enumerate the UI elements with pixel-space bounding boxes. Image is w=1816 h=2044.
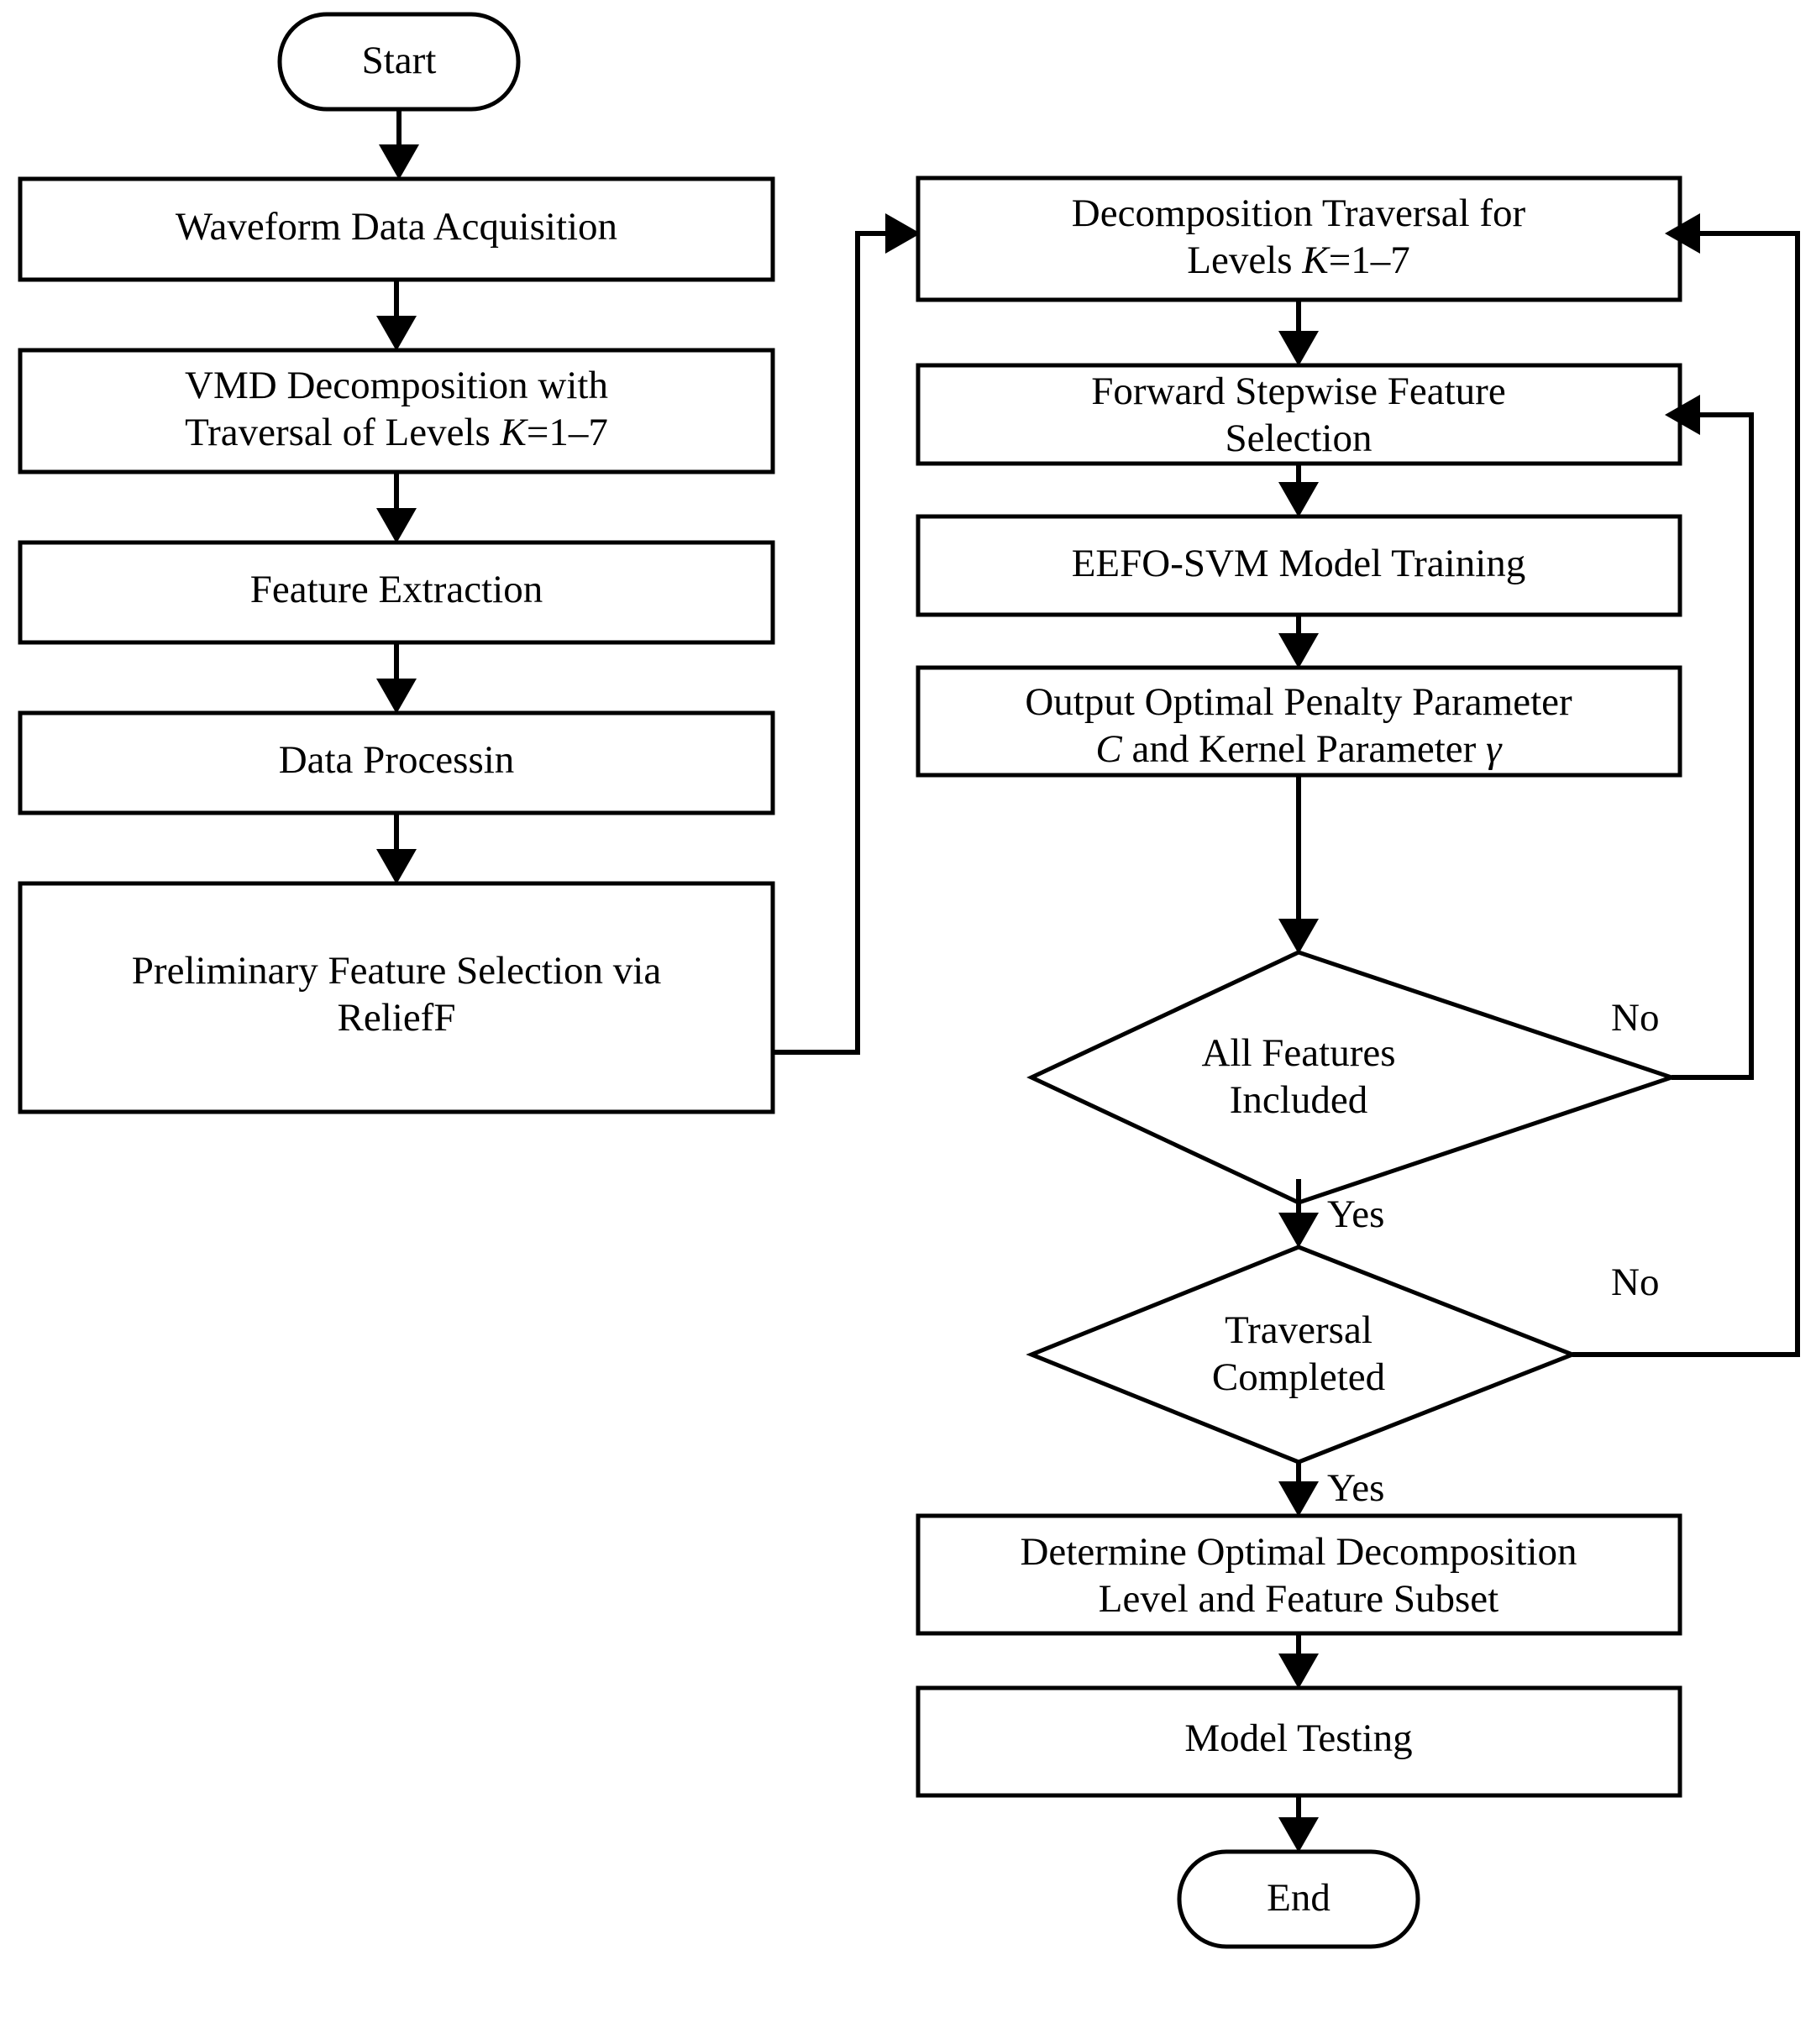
- feature-extraction-label: Feature Extraction: [250, 568, 543, 611]
- vmd-decomposition-shape: [18, 348, 775, 474]
- forward-stepwise-line-2: Selection: [1226, 417, 1372, 460]
- node-feature-extraction[interactable]: Feature Extraction: [18, 540, 775, 645]
- edge-label-traversal-yes: Yes: [1327, 1466, 1384, 1510]
- edge-decomposition-to-forward-stepwise: [1278, 300, 1319, 366]
- decomposition-traversal-line-2: Levels K=1–7: [1187, 238, 1409, 282]
- edge-model-testing-to-end: [1278, 1795, 1319, 1853]
- forward-stepwise-line-1: Forward Stepwise Feature: [1091, 369, 1505, 413]
- eefo-svm-model-training-shape: [916, 514, 1682, 617]
- edge-label-all-features-no: No: [1611, 996, 1659, 1040]
- output-optimal-parameters-shape: [916, 665, 1682, 778]
- node-determine-optimal-level[interactable]: Determine Optimal Decomposition Level an…: [916, 1513, 1682, 1636]
- all-features-included-line-2: Included: [1230, 1078, 1367, 1122]
- traversal-completed-line-2: Completed: [1212, 1355, 1385, 1399]
- preliminary-feature-selection-line-2: ReliefF: [338, 996, 456, 1040]
- edge-vmd-to-feature-extraction: [376, 472, 417, 543]
- node-forward-stepwise-feature-selection[interactable]: Forward Stepwise Feature Selection: [916, 363, 1682, 466]
- output-optimal-parameters-line-1: Output Optimal Penalty Parameter: [1025, 680, 1572, 724]
- node-preliminary-feature-selection[interactable]: Preliminary Feature Selection via Relief…: [18, 881, 775, 1114]
- vmd-decomposition-line-1: VMD Decomposition with: [185, 364, 608, 407]
- data-processin-label: Data Processin: [279, 738, 515, 782]
- edge-all-features-no-loop: [1665, 395, 1754, 1080]
- determine-optimal-level-shape: [916, 1513, 1682, 1636]
- determine-optimal-level-line-1: Determine Optimal Decomposition: [1020, 1530, 1577, 1574]
- waveform-data-acquisition-label: Waveform Data Acquisition: [176, 205, 617, 249]
- feature-extraction-shape: [18, 540, 775, 645]
- end-label: End: [1267, 1876, 1331, 1920]
- edge-determine-to-model-testing: [1278, 1633, 1319, 1689]
- node-model-testing[interactable]: Model Testing: [916, 1685, 1682, 1798]
- model-testing-label: Model Testing: [1184, 1716, 1412, 1760]
- edge-all-features-yes: [1278, 1179, 1319, 1248]
- edge-output-to-all-features: [1278, 775, 1319, 954]
- edge-forward-stepwise-to-eefo-svm: [1278, 464, 1319, 517]
- edge-label-all-features-yes: Yes: [1327, 1192, 1384, 1236]
- edge-label-traversal-no: No: [1611, 1260, 1659, 1304]
- waveform-data-acquisition-shape: [18, 176, 775, 282]
- node-start[interactable]: Start: [277, 12, 521, 112]
- node-output-optimal-parameters[interactable]: Output Optimal Penalty Parameter C and K…: [916, 665, 1682, 778]
- end-shape: [1177, 1849, 1420, 1949]
- node-vmd-decomposition[interactable]: VMD Decomposition with Traversal of Leve…: [18, 348, 775, 474]
- preliminary-feature-selection-shape: [18, 881, 775, 1114]
- start-label: Start: [362, 39, 437, 82]
- edge-eefo-svm-to-output: [1278, 615, 1319, 668]
- node-decomposition-traversal[interactable]: Decomposition Traversal for Levels K=1–7: [916, 176, 1682, 302]
- node-traversal-completed[interactable]: Traversal Completed: [1026, 1245, 1578, 1465]
- node-end[interactable]: End: [1177, 1849, 1420, 1949]
- all-features-included-line-1: All Features: [1201, 1031, 1395, 1075]
- model-testing-shape: [916, 1685, 1682, 1798]
- edge-data-processin-to-preliminary: [376, 813, 417, 884]
- decomposition-traversal-line-1: Decomposition Traversal for: [1072, 191, 1526, 235]
- edge-feature-extraction-to-data-processin: [376, 642, 417, 714]
- edge-preliminary-to-decomposition-traversal: [773, 213, 921, 1055]
- eefo-svm-model-training-label: EEFO-SVM Model Training: [1072, 542, 1526, 585]
- edge-waveform-to-vmd: [376, 280, 417, 351]
- node-data-processin[interactable]: Data Processin: [18, 710, 775, 815]
- edge-traversal-yes: [1278, 1462, 1319, 1517]
- edge-start-to-waveform: [379, 109, 419, 180]
- output-optimal-parameters-line-2: C and Kernel Parameter γ: [1095, 727, 1503, 771]
- vmd-decomposition-line-2: Traversal of Levels K=1–7: [185, 411, 608, 454]
- node-waveform-data-acquisition[interactable]: Waveform Data Acquisition: [18, 176, 775, 282]
- traversal-completed-line-1: Traversal: [1225, 1308, 1372, 1352]
- determine-optimal-level-line-2: Level and Feature Subset: [1099, 1577, 1498, 1621]
- edge-traversal-no-loop: [1572, 213, 1800, 1357]
- node-all-features-included[interactable]: All Features Included: [1026, 950, 1678, 1205]
- preliminary-feature-selection-line-1: Preliminary Feature Selection via: [132, 949, 662, 993]
- node-eefo-svm-model-training[interactable]: EEFO-SVM Model Training: [916, 514, 1682, 617]
